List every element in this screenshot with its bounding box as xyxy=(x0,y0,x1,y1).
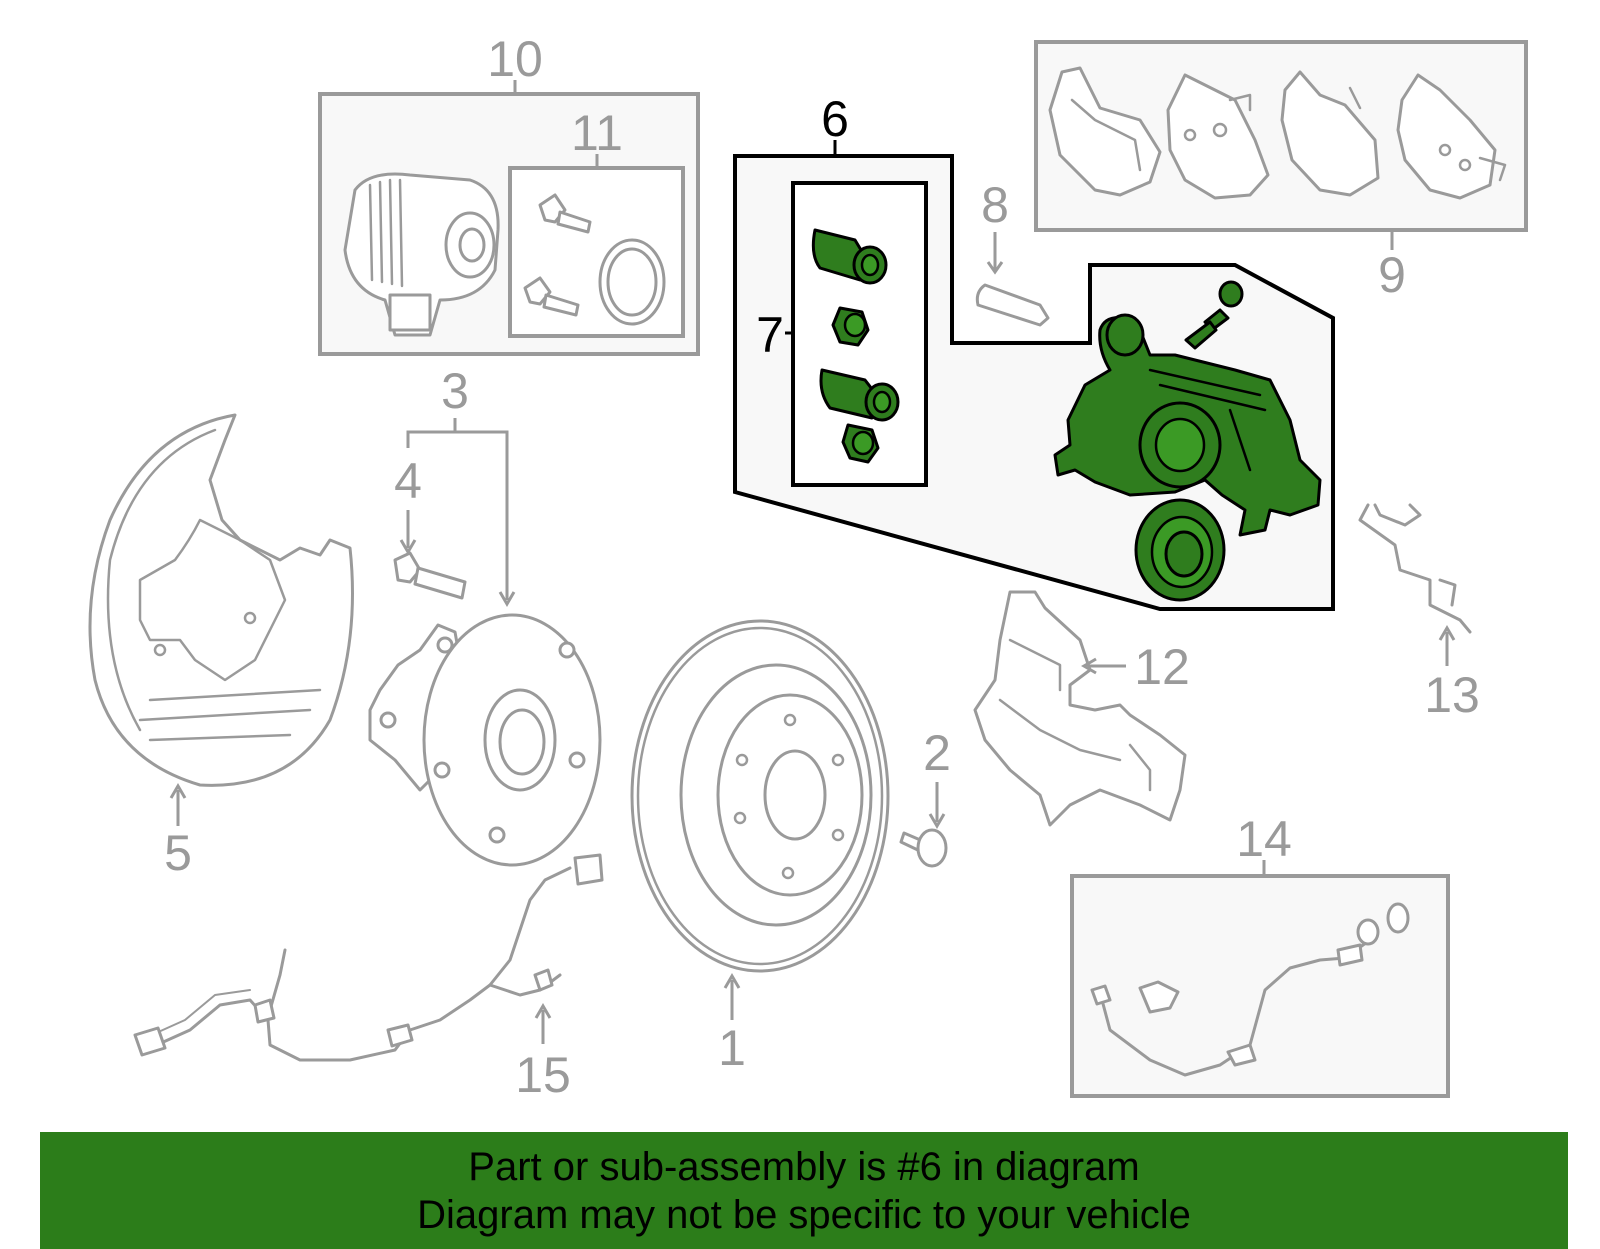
wheel-hub-part xyxy=(368,613,602,867)
seal-ring-part xyxy=(598,238,666,326)
part-6-group[interactable]: 6 7 xyxy=(733,91,1335,611)
label-15: 15 xyxy=(515,1047,571,1103)
part-5[interactable]: 5 xyxy=(88,413,354,881)
label-4: 4 xyxy=(394,453,422,509)
label-14: 14 xyxy=(1236,811,1292,867)
wheel-bolt-part[interactable] xyxy=(393,551,467,600)
label-9: 9 xyxy=(1378,247,1406,303)
part-10-group[interactable]: 10 11 xyxy=(318,31,700,356)
label-2: 2 xyxy=(923,725,951,781)
label-12: 12 xyxy=(1134,639,1190,695)
label-13: 13 xyxy=(1424,667,1480,723)
screw-part xyxy=(523,276,580,317)
label-8: 8 xyxy=(981,177,1009,233)
part-9-group[interactable]: 9 xyxy=(1034,40,1528,303)
part-13[interactable]: 13 xyxy=(1358,503,1480,723)
part-3-group[interactable]: 3 4 xyxy=(368,363,602,867)
banner-line-2: Diagram may not be specific to your vehi… xyxy=(417,1192,1191,1237)
label-7: 7 xyxy=(756,307,784,363)
brake-pad-part xyxy=(1396,73,1507,200)
guide-pin-part xyxy=(819,368,900,422)
caliper-part xyxy=(1053,313,1322,537)
part-2[interactable]: 2 xyxy=(899,725,951,868)
brake-pad-part xyxy=(1280,70,1380,197)
brake-pad-part xyxy=(1166,73,1270,200)
notice-banner: Part or sub-assembly is #6 in diagram Di… xyxy=(40,1132,1568,1249)
label-6: 6 xyxy=(821,91,849,147)
part-14-group[interactable]: 14 xyxy=(1070,811,1450,1098)
actuator-part xyxy=(343,172,500,337)
pin-boot-part xyxy=(831,306,870,347)
banner-line-1: Part or sub-assembly is #6 in diagram xyxy=(468,1144,1140,1189)
brake-pad-part xyxy=(1048,66,1162,197)
label-5: 5 xyxy=(164,825,192,881)
part-12[interactable]: 12 xyxy=(973,590,1190,827)
part-15[interactable]: 15 xyxy=(133,853,604,1103)
label-10: 10 xyxy=(487,31,543,87)
label-3: 3 xyxy=(441,363,469,419)
brake-hose-part xyxy=(1090,902,1410,1077)
label-11: 11 xyxy=(571,105,623,161)
piston-seal-part xyxy=(1134,498,1226,602)
screw-part xyxy=(538,193,592,234)
bleeder-screw-part xyxy=(1184,280,1244,350)
part-8[interactable]: 8 xyxy=(975,177,1050,327)
guide-pin-part xyxy=(811,228,888,285)
pin-boot-part xyxy=(841,423,880,464)
part-1[interactable]: 1 xyxy=(630,619,890,1076)
label-1: 1 xyxy=(718,1020,746,1076)
